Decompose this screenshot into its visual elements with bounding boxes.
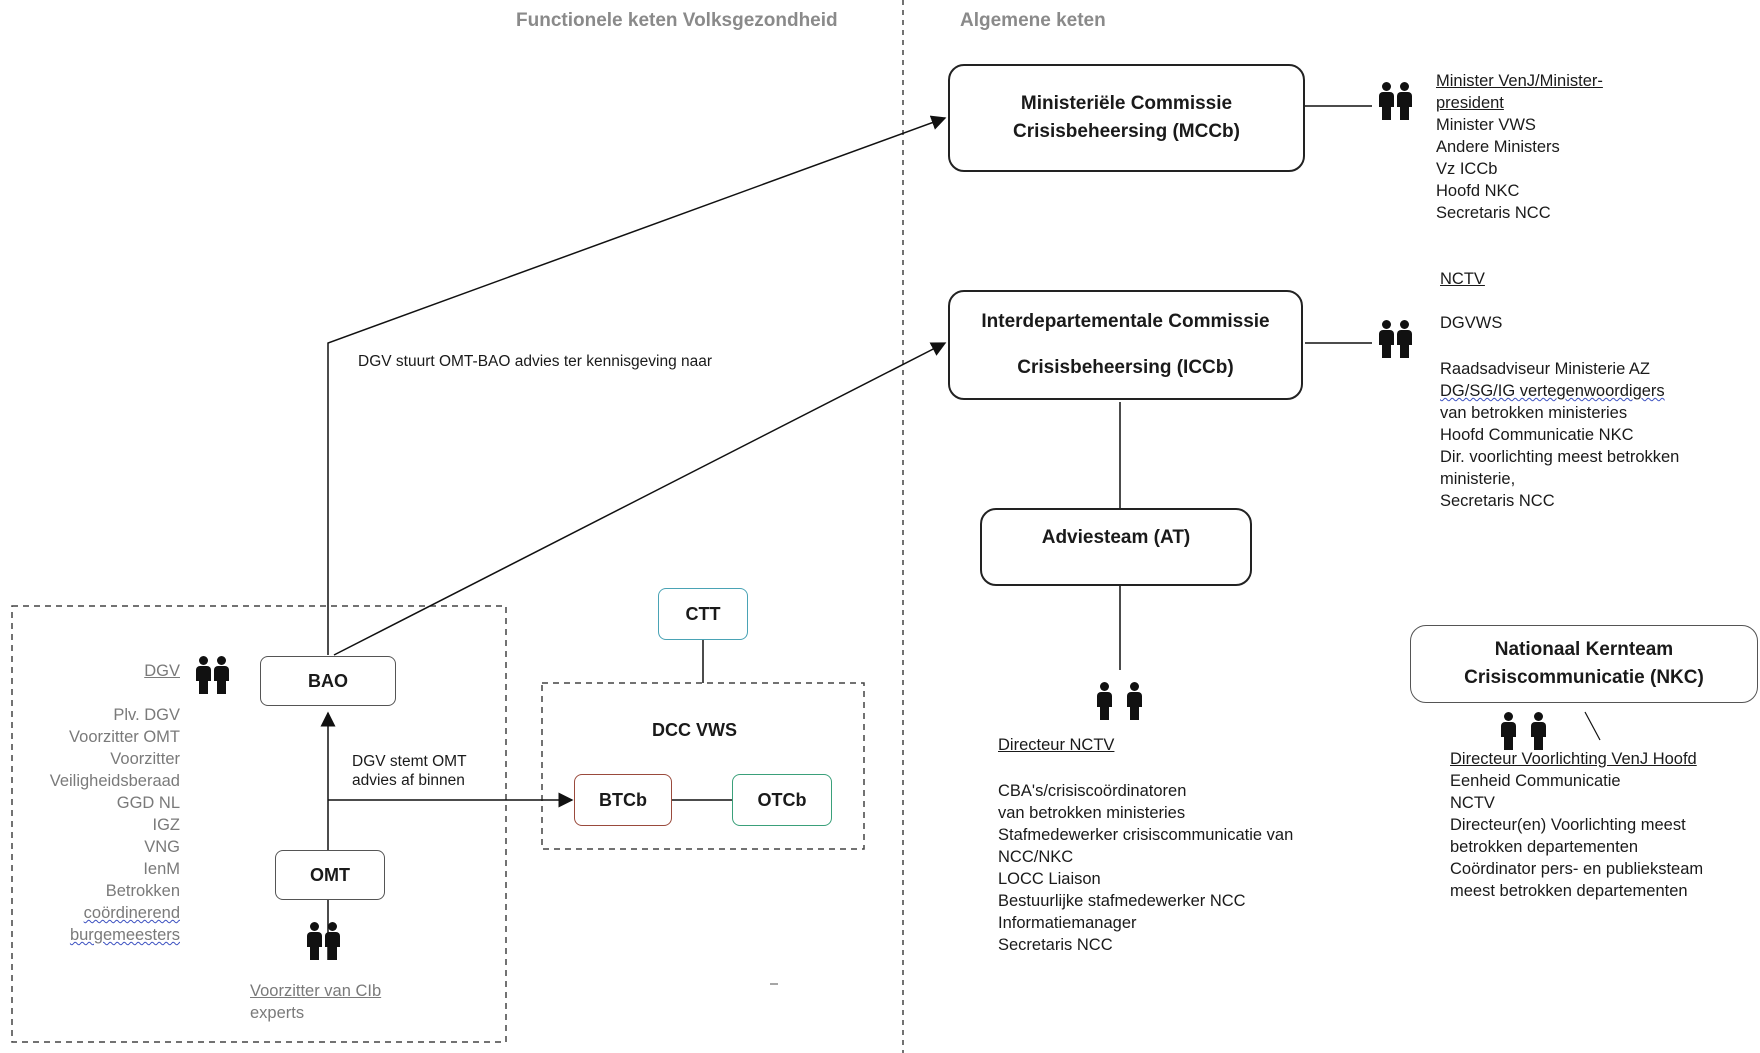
nkc-member: betrokken departementen: [1450, 838, 1639, 856]
nkc-member: meest betrokken departementen: [1450, 882, 1688, 900]
bao-to-iccb-arrow: [333, 342, 947, 656]
nkc-member: Eenheid Communicatie: [1450, 772, 1621, 790]
iccb-box[interactable]: Interdepartementale Commissie Crisisbehe…: [948, 290, 1303, 400]
at-list-heading: Directeur NCTV: [998, 736, 1115, 754]
at-member-list: CBA's/crisiscoördinatoren van betrokken …: [998, 780, 1293, 956]
bao-member-list: Plv. DGV Voorzitter OMT Voorzitter Veili…: [50, 704, 180, 946]
at-member: Bestuurlijke stafmedewerker NCC: [998, 892, 1246, 910]
bao-member: burgemeesters: [69, 926, 180, 944]
at-box[interactable]: Adviesteam (AT): [980, 508, 1252, 586]
mccb-member: Vz ICCb: [1436, 160, 1498, 178]
dgv-stuurt-label: DGV stuurt OMT-BAO advies ter kennisgevi…: [358, 353, 713, 370]
ctt-box[interactable]: CTT: [658, 588, 748, 640]
nkc-member: Directeur(en) Voorlichting meest: [1450, 816, 1686, 834]
at-member: Secretaris NCC: [998, 936, 1113, 954]
iccb-title-line-1: Interdepartementale Commissie: [981, 311, 1270, 332]
right-chain-header: Algemene keten: [960, 10, 1106, 31]
iccb-member: van betrokken ministeries: [1440, 404, 1628, 422]
bao-member: Voorzitter OMT: [69, 728, 180, 746]
at-member: Stafmedewerker crisiscommunicatie van: [998, 826, 1294, 844]
mccb-member: Secretaris NCC: [1436, 204, 1551, 222]
mccb-member: Hoofd NKC: [1436, 182, 1520, 200]
omt-box[interactable]: OMT: [275, 850, 385, 900]
omt-caption-line-1: Voorzitter van CIb: [250, 982, 382, 1000]
bao-group-outline: [11, 605, 507, 1043]
nkc-member: NCTV: [1450, 794, 1495, 812]
people-icon: [1378, 82, 1414, 125]
at-member: NCC/NKC: [998, 848, 1074, 866]
dcc-group-outline: [541, 682, 865, 850]
mccb-member: Andere Ministers: [1436, 138, 1560, 156]
at-member: Informatiemanager: [998, 914, 1137, 932]
bao-member: Veiligheidsberaad: [49, 772, 180, 790]
bao-box[interactable]: BAO: [260, 656, 396, 706]
iccb-member: Dir. voorlichting meest betrokken: [1440, 448, 1680, 466]
dgv-stemt-label: DGV stemt OMT advies af binnen: [352, 752, 467, 790]
omt-title: OMT: [310, 864, 350, 885]
people-icon: [1378, 320, 1414, 363]
people-icon: [1096, 682, 1144, 725]
nkc-member: Directeur Voorlichting VenJ Hoofd: [1450, 750, 1697, 768]
btcb-box[interactable]: BTCb: [574, 774, 672, 826]
otcb-box[interactable]: OTCb: [732, 774, 832, 826]
at-member: LOCC Liaison: [998, 870, 1101, 888]
nkc-title-line-2: Crisiscommunicatie (NKC): [1464, 667, 1704, 688]
iccb-dgvws: DGVWS: [1440, 314, 1503, 332]
at-title: Adviesteam (AT): [1041, 527, 1191, 548]
iccb-member: ministerie,: [1440, 470, 1516, 488]
bao-to-mccb-arrow: [327, 115, 947, 655]
bao-member: Betrokken: [105, 882, 180, 900]
bao-member: GGD NL: [116, 794, 180, 812]
mccb-title-line-1: Ministeriële Commissie: [1020, 93, 1233, 114]
iccb-member-list: Raadsadviseur Ministerie AZ DG/SG/IG ver…: [1440, 358, 1679, 512]
bao-member: IenM: [143, 860, 180, 878]
bao-member: IGZ: [152, 816, 181, 834]
mccb-box[interactable]: Ministeriële Commissie Crisisbeheersing …: [948, 64, 1305, 172]
dgv-stemt-line-2: advies af binnen: [352, 772, 465, 789]
nkc-member-list: Directeur Voorlichting VenJ Hoofd Eenhei…: [1450, 748, 1703, 902]
dcc-vws-label: DCC VWS: [652, 720, 737, 740]
otcb-title: OTCb: [757, 789, 807, 810]
bao-member: Plv. DGV: [113, 706, 180, 724]
nkc-title-line-1: Nationaal Kernteam: [1494, 639, 1674, 660]
nkc-people-line: [1584, 711, 1601, 741]
people-icon: [1500, 712, 1548, 755]
bao-member: VNG: [144, 838, 180, 856]
people-icon: [195, 656, 231, 699]
dgv-stemt-line-1: DGV stemt OMT: [352, 753, 467, 770]
iccb-member: DG/SG/IG vertegenwoordigers: [1440, 382, 1665, 400]
ctt-title: CTT: [685, 603, 721, 624]
mccb-member: Minister VenJ/Minister-: [1436, 72, 1603, 90]
iccb-list-heading: NCTV: [1440, 270, 1485, 288]
bao-list-heading: DGV: [144, 662, 180, 680]
mccb-member: Minister VWS: [1436, 116, 1536, 134]
nkc-box[interactable]: Nationaal Kernteam Crisiscommunicatie (N…: [1410, 625, 1758, 703]
at-member: van betrokken ministeries: [998, 804, 1186, 822]
bao-member: Voorzitter: [110, 750, 180, 768]
iccb-member: Raadsadviseur Ministerie AZ: [1440, 360, 1651, 378]
iccb-member: Secretaris NCC: [1440, 492, 1555, 510]
bao-title: BAO: [308, 670, 348, 691]
people-icon: [306, 922, 342, 965]
mccb-member: president: [1436, 94, 1504, 112]
mccb-member-list: Minister VenJ/Minister- president Minist…: [1436, 70, 1603, 224]
omt-caption-line-2: experts: [250, 1004, 305, 1022]
btcb-title: BTCb: [599, 789, 647, 810]
mccb-title-line-2: Crisisbeheersing (MCCb): [1013, 121, 1240, 142]
iccb-title-line-2: Crisisbeheersing (ICCb): [1017, 357, 1234, 378]
at-member: CBA's/crisiscoördinatoren: [998, 782, 1187, 800]
nkc-member: Coördinator pers- en publieksteam: [1450, 860, 1704, 878]
bao-member: coördinerend: [83, 904, 180, 922]
left-chain-header: Functionele keten Volksgezondheid: [516, 10, 838, 31]
iccb-member: Hoofd Communicatie NKC: [1440, 426, 1634, 444]
